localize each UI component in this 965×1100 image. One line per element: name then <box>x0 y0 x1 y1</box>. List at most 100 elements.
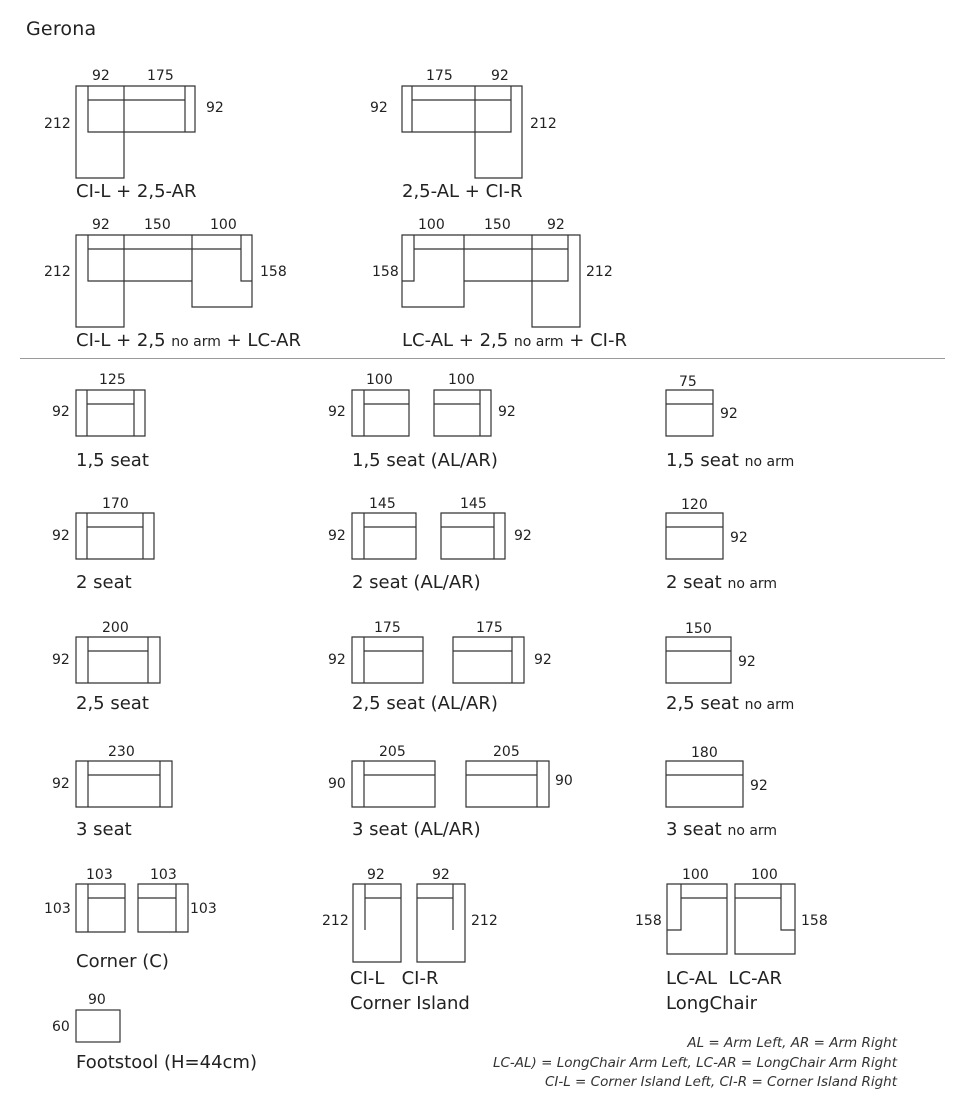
label-part: + LC-AR <box>221 330 301 351</box>
module-label: 1,5 seat (AL/AR) <box>352 450 498 471</box>
dim-label: 90 <box>88 992 106 1008</box>
dim-label: 92 <box>514 528 532 544</box>
module-1-5-seat: 125 92 1,5 seat <box>52 372 149 471</box>
dim-label: 150 <box>484 217 511 233</box>
combo-2-outline <box>401 85 523 179</box>
module-label: 2,5 seat (AL/AR) <box>352 693 498 714</box>
dim-label: 103 <box>44 901 71 917</box>
label-no-arm: no arm <box>727 823 777 839</box>
dim-label: 150 <box>685 621 712 637</box>
module-3-seat-al-ar: 205 205 90 90 3 seat (AL/AR) <box>328 744 573 840</box>
module-3-seat: 230 92 3 seat <box>52 744 173 840</box>
dim-label: 92 <box>432 867 450 883</box>
dim-label: 120 <box>681 497 708 513</box>
module-2-seat-al-ar: 145 145 92 92 2 seat (AL/AR) <box>328 496 532 593</box>
dim-label: 75 <box>679 374 697 390</box>
dim-label: 92 <box>328 404 346 420</box>
dim-label: 158 <box>260 264 287 280</box>
dim-label: 175 <box>147 68 174 84</box>
module-3-seat-no-arm: 180 92 3 seat no arm <box>665 745 777 840</box>
module-2-5-seat: 200 92 2,5 seat <box>52 620 161 714</box>
dim-label: 92 <box>491 68 509 84</box>
module-label-line: LongChair <box>666 993 758 1014</box>
module-shape <box>665 636 732 684</box>
module-2-5-seat-al-ar: 175 175 92 92 2,5 seat (AL/AR) <box>328 620 552 714</box>
legend-line: CI-L = Corner Island Left, CI-R = Corner… <box>544 1074 897 1090</box>
abbreviation-legend: AL = Arm Left, AR = Arm Right LC-AL) = L… <box>493 1034 897 1093</box>
module-1-5-seat-al-ar: 100 100 92 92 1,5 seat (AL/AR) <box>328 372 516 471</box>
dim-label: 92 <box>206 100 224 116</box>
dim-label: 103 <box>150 867 177 883</box>
module-shape <box>352 883 466 963</box>
module-label: 2,5 seat no arm <box>666 693 794 714</box>
module-shape <box>75 636 161 684</box>
module-label: 2 seat (AL/AR) <box>352 572 481 593</box>
dim-label: 92 <box>52 404 70 420</box>
module-label: 3 seat <box>76 819 132 840</box>
dim-label: 230 <box>108 744 135 760</box>
dim-label: 92 <box>328 652 346 668</box>
dim-label: 92 <box>328 528 346 544</box>
module-label-line: Corner Island <box>350 993 470 1014</box>
label-no-arm: no arm <box>727 576 777 592</box>
section-divider <box>20 358 945 359</box>
dim-label: 100 <box>418 217 445 233</box>
combo-4-outline <box>401 234 581 328</box>
dim-label: 100 <box>366 372 393 388</box>
dim-label: 158 <box>801 913 828 929</box>
combo-label: CI-L + 2,5-AR <box>76 181 196 202</box>
combo-ci-l-2-5-ar: 92 175 212 92 CI-L + 2,5-AR <box>44 68 224 202</box>
combo-1-outline <box>75 85 196 179</box>
module-label: 2 seat no arm <box>666 572 777 593</box>
dim-label: 90 <box>328 776 346 792</box>
module-label: Corner (C) <box>76 951 169 972</box>
combo-label: LC-AL + 2,5 no arm + CI-R <box>402 330 627 351</box>
dim-label: 212 <box>586 264 613 280</box>
dim-label: 92 <box>547 217 565 233</box>
module-label-line: CI-L CI-R <box>350 968 438 989</box>
label-part: CI-L + 2,5 <box>76 330 171 351</box>
dim-label: 158 <box>372 264 399 280</box>
module-2-seat: 170 92 2 seat <box>52 496 155 593</box>
module-shape <box>666 883 796 955</box>
dim-label: 92 <box>52 528 70 544</box>
label-main: 2 seat <box>666 572 722 593</box>
dim-label: 175 <box>374 620 401 636</box>
dim-label: 92 <box>367 867 385 883</box>
label-main: 2,5 seat <box>666 693 739 714</box>
module-label: 1,5 seat no arm <box>666 450 794 471</box>
dim-label: 92 <box>750 778 768 794</box>
dim-label: 103 <box>190 901 217 917</box>
module-shape <box>75 512 155 560</box>
dim-label: 100 <box>210 217 237 233</box>
dim-label: 212 <box>471 913 498 929</box>
module-2-5-seat-no-arm: 150 92 2,5 seat no arm <box>665 621 794 714</box>
label-no-arm: no arm <box>745 697 795 713</box>
combo-3-outline <box>75 234 253 328</box>
dim-label: 92 <box>92 217 110 233</box>
legend-line: LC-AL) = LongChair Arm Left, LC-AR = Lon… <box>492 1054 897 1071</box>
dim-label: 212 <box>44 264 71 280</box>
dim-label: 158 <box>635 913 662 929</box>
module-shape <box>351 512 506 560</box>
dim-label: 212 <box>44 116 71 132</box>
dim-label: 92 <box>498 404 516 420</box>
dim-label: 180 <box>691 745 718 761</box>
dim-label: 92 <box>738 654 756 670</box>
dim-label: 145 <box>460 496 487 512</box>
dim-label: 205 <box>379 744 406 760</box>
combo-2-5-al-ci-r: 175 92 92 212 2,5-AL + CI-R <box>370 68 557 202</box>
dim-label: 100 <box>682 867 709 883</box>
label-no-arm: no arm <box>745 454 795 470</box>
page-title: Gerona <box>26 18 97 40</box>
dim-label: 92 <box>52 652 70 668</box>
module-shape <box>75 1009 121 1043</box>
module-shape <box>351 760 550 808</box>
dim-label: 90 <box>555 773 573 789</box>
dim-label: 100 <box>751 867 778 883</box>
module-2-seat-no-arm: 120 92 2 seat no arm <box>665 497 777 593</box>
dim-label: 92 <box>730 530 748 546</box>
module-shape <box>75 883 189 933</box>
combo-label: 2,5-AL + CI-R <box>402 181 522 202</box>
